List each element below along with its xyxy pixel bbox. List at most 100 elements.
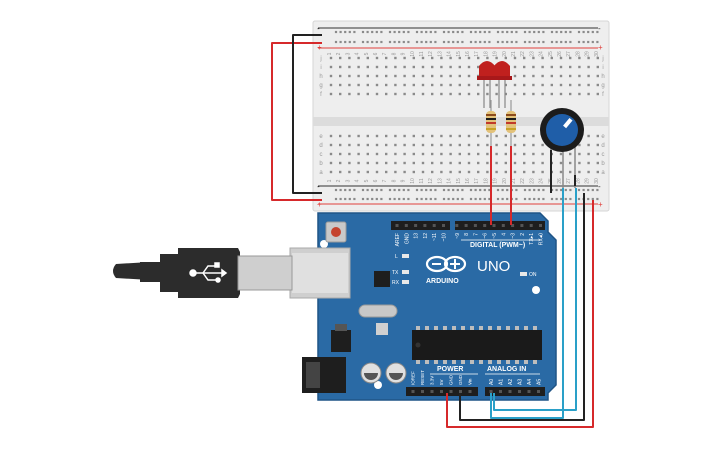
row-letter: f <box>320 92 322 98</box>
rail-hole <box>577 30 581 34</box>
rail-hole <box>488 40 491 44</box>
rail-hole <box>542 30 545 34</box>
rail-hole <box>366 188 369 192</box>
breadboard-hole <box>504 83 507 87</box>
breadboard-hole <box>458 170 461 174</box>
breadboard-hole <box>385 74 388 78</box>
breadboard-hole <box>348 134 351 138</box>
digital-pin-label: 8 <box>464 233 470 236</box>
breadboard-hole <box>449 161 452 165</box>
rail-plus-label-br: + <box>598 200 603 209</box>
rail-hole <box>452 40 455 44</box>
breadboard-hole <box>431 83 434 87</box>
breadboard-hole <box>440 170 443 174</box>
arduino-logo <box>425 255 467 273</box>
breadboard-hole <box>596 143 599 147</box>
column-number: 23 <box>529 178 535 184</box>
column-number: 13 <box>437 178 443 184</box>
breadboard-hole <box>587 134 590 138</box>
rail-hole <box>542 197 545 201</box>
column-number: 2 <box>336 52 342 55</box>
breadboard-hole <box>477 65 480 69</box>
breadboard-hole <box>596 74 599 78</box>
breadboard-hole <box>412 161 415 165</box>
breadboard-hole <box>578 152 581 156</box>
breadboard-hole <box>523 56 526 60</box>
breadboard-hole <box>421 170 425 174</box>
breadboard-hole <box>550 92 553 96</box>
breadboard-hole <box>394 65 397 69</box>
breadboard-hole <box>375 161 379 165</box>
rail-hole <box>344 197 347 201</box>
breadboard-hole <box>431 143 434 147</box>
breadboard-hole <box>477 56 480 60</box>
potentiometer[interactable] <box>540 108 584 188</box>
chip-pin <box>461 326 465 330</box>
column-number: 10 <box>410 178 416 184</box>
rail-hole <box>523 188 527 192</box>
rail-hole <box>582 30 585 34</box>
rail-hole <box>515 188 518 192</box>
breadboard-hole <box>523 161 526 165</box>
usb-b-plug-metal <box>237 255 293 291</box>
rail-hole <box>361 40 365 44</box>
breadboard-hole <box>495 152 498 156</box>
breadboard-hole <box>357 83 360 87</box>
breadboard-hole <box>587 56 590 60</box>
rail-hole <box>560 197 563 201</box>
breadboard-hole <box>357 143 360 147</box>
breadboard-hole <box>587 74 590 78</box>
digital-pin-label: GND <box>404 233 410 245</box>
rail-hole <box>380 40 383 44</box>
rail-hole <box>483 197 486 201</box>
led-on <box>520 272 527 276</box>
rail-hole <box>501 40 504 44</box>
column-number: 21 <box>511 51 517 57</box>
breadboard-hole <box>339 56 342 60</box>
breadboard-hole <box>532 134 535 138</box>
rail-hole <box>402 197 405 201</box>
resistor-2 <box>506 100 516 146</box>
breadboard-hole <box>504 170 507 174</box>
led-rx-label: RX <box>392 280 400 286</box>
breadboard-hole <box>375 74 379 78</box>
rail-hole <box>469 188 473 192</box>
digital-pin-label: 4 <box>501 233 507 236</box>
rail-hole <box>591 40 594 44</box>
breadboard-hole <box>394 161 397 165</box>
breadboard-hole <box>394 152 397 156</box>
rail-hole <box>569 30 572 34</box>
breadboard-hole <box>385 152 388 156</box>
header-socket <box>430 390 434 393</box>
rail-hole <box>461 188 464 192</box>
chip-pin <box>479 360 483 364</box>
rail-hole <box>353 30 356 34</box>
breadboard-hole <box>329 92 333 96</box>
rail-hole <box>334 30 338 34</box>
rail-hole <box>380 188 383 192</box>
breadboard-hole <box>403 152 406 156</box>
column-number: 3 <box>345 179 351 182</box>
rail-hole <box>564 197 567 201</box>
reset-button-cap[interactable] <box>331 227 341 237</box>
rail-hole <box>348 30 351 34</box>
rail-hole <box>515 40 518 44</box>
header-socket <box>529 224 533 227</box>
breadboard-hole <box>458 74 461 78</box>
breadboard-hole <box>449 143 452 147</box>
rail-hole <box>398 197 401 201</box>
column-number: 5 <box>364 179 370 182</box>
chip-pin <box>434 360 438 364</box>
breadboard-hole <box>348 92 351 96</box>
rail-hole <box>366 30 369 34</box>
chip-pin <box>461 360 465 364</box>
breadboard-hole <box>329 56 333 60</box>
rail-hole <box>528 40 531 44</box>
rail-hole <box>375 188 378 192</box>
digital-header-right <box>455 221 545 230</box>
column-number: 10 <box>410 51 416 57</box>
breadboard-hole <box>541 65 544 69</box>
header-socket <box>423 224 427 227</box>
column-number: 8 <box>391 52 397 55</box>
breadboard-hole <box>385 65 388 69</box>
